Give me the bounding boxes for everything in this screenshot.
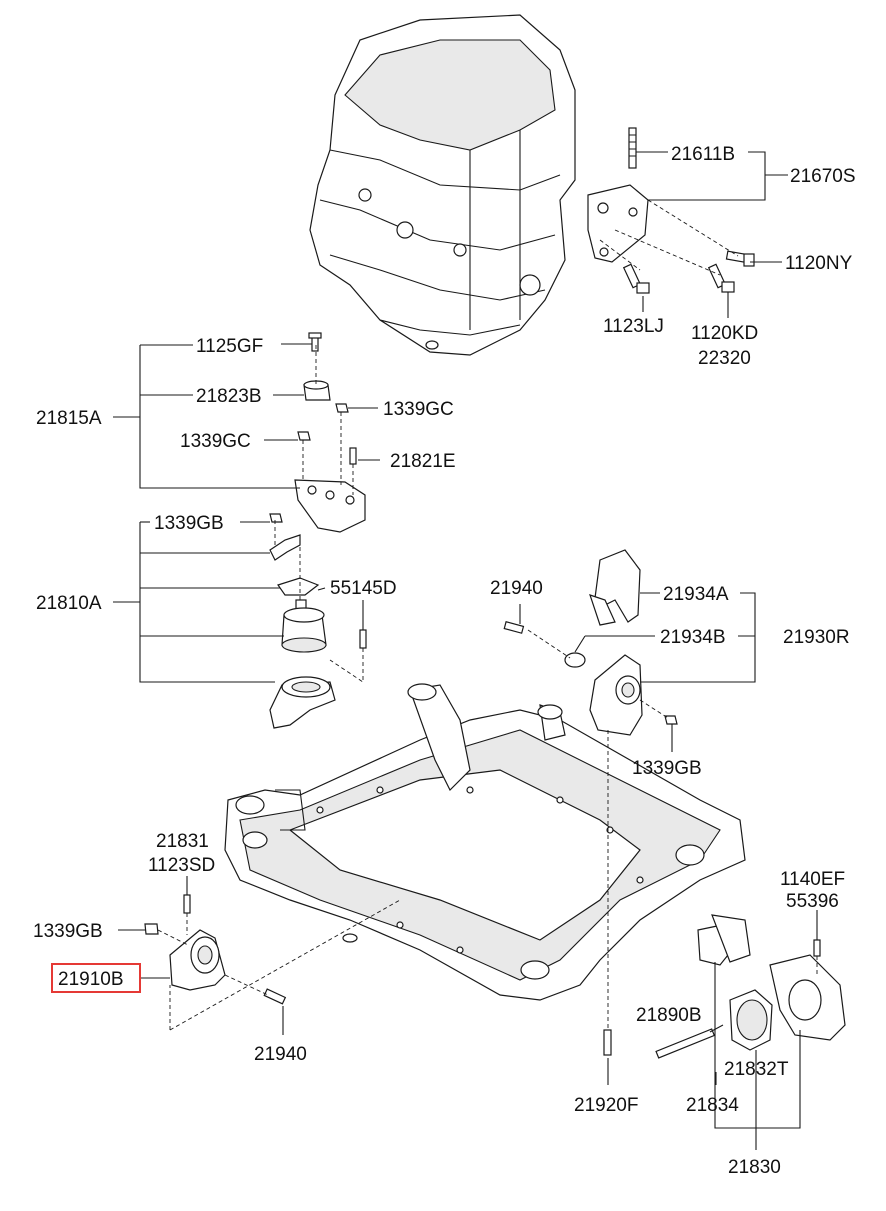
mount-21930R bbox=[503, 549, 678, 736]
label-21940-a: 21940 bbox=[490, 578, 543, 599]
label-1339GB-b: 1339GB bbox=[632, 758, 702, 779]
label-21815A: 21815A bbox=[36, 408, 102, 429]
label-21934B: 21934B bbox=[660, 627, 726, 648]
label-21611B: 21611B bbox=[671, 144, 735, 165]
label-21910B: 21910B bbox=[58, 969, 124, 990]
mount-21910B bbox=[144, 894, 287, 1005]
engine-block bbox=[309, 14, 576, 356]
label-1123LJ: 1123LJ bbox=[603, 316, 664, 337]
subframe bbox=[224, 683, 746, 1001]
label-1339GC-b: 1339GC bbox=[180, 431, 251, 452]
label-1120NY: 1120NY bbox=[785, 253, 853, 274]
label-1123SD: 1123SD bbox=[148, 855, 215, 876]
label-21823B: 21823B bbox=[196, 386, 262, 407]
label-21940-b: 21940 bbox=[254, 1044, 307, 1065]
label-21670S: 21670S bbox=[790, 166, 856, 187]
label-21810A: 21810A bbox=[36, 593, 102, 614]
bracket-21670S bbox=[587, 127, 755, 294]
label-21930R: 21930R bbox=[783, 627, 850, 648]
label-21830: 21830 bbox=[728, 1157, 781, 1178]
label-21934A: 21934A bbox=[663, 584, 729, 605]
label-21821E: 21821E bbox=[390, 451, 456, 472]
label-1339GB-a: 1339GB bbox=[154, 513, 224, 534]
label-55396: 55396 bbox=[786, 891, 839, 912]
label-21890B: 21890B bbox=[636, 1005, 702, 1026]
leader-lines bbox=[113, 151, 818, 1150]
label-1120KD: 1120KD bbox=[691, 323, 758, 344]
highlight-box bbox=[51, 963, 141, 993]
bracket-21815A bbox=[294, 332, 366, 533]
part-labels: 21611B 21670S 1120NY 1123LJ 1120KD 22320… bbox=[33, 144, 856, 1178]
label-1140EF: 1140EF bbox=[780, 869, 845, 890]
mount-21830 bbox=[603, 914, 846, 1059]
label-21834: 21834 bbox=[686, 1095, 739, 1116]
label-55145D: 55145D bbox=[330, 578, 397, 599]
label-21920F: 21920F bbox=[574, 1095, 638, 1116]
label-21831: 21831 bbox=[156, 831, 209, 852]
label-21832T: 21832T bbox=[724, 1059, 789, 1080]
mount-21810A bbox=[269, 513, 367, 729]
label-1339GB-c: 1339GB bbox=[33, 921, 103, 942]
label-1125GF: 1125GF bbox=[196, 336, 263, 357]
label-1339GC-a: 1339GC bbox=[383, 399, 454, 420]
label-22320: 22320 bbox=[698, 348, 751, 369]
